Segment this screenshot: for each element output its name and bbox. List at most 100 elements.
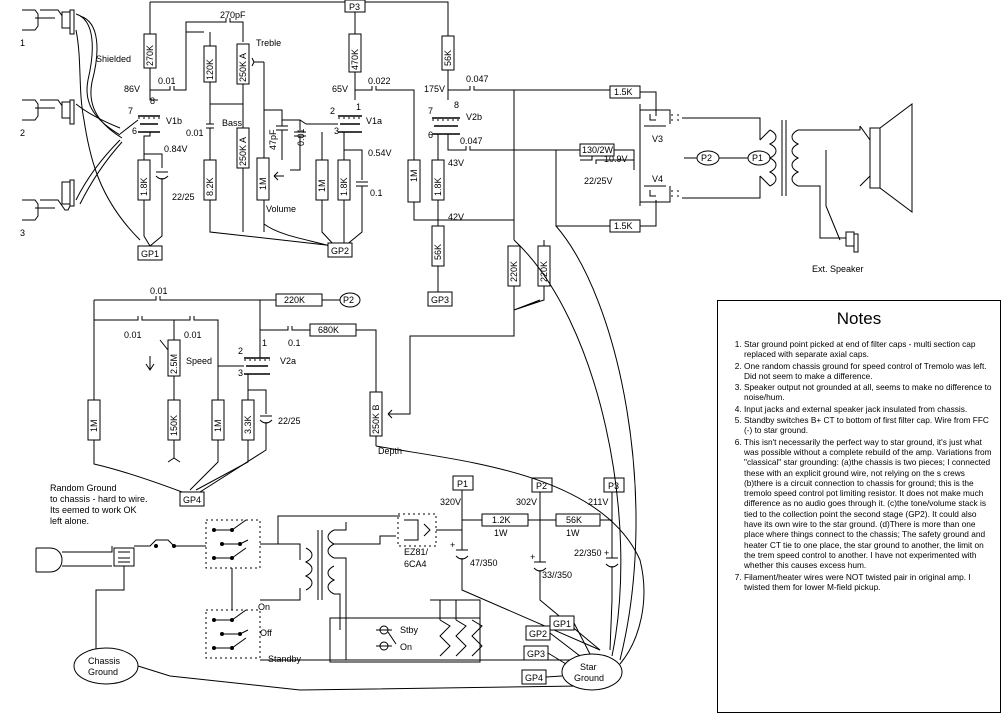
power-switch-box [205,519,261,569]
v320-label: 320V [440,497,461,507]
resistor-1-2k-1w [481,513,529,527]
v2b-label: V2b [466,112,482,122]
star-ground-oval [561,653,623,691]
v054-label: 0.54V [368,148,392,158]
random-ground-line2: to chassis - hard to wire. [50,494,148,504]
chassis-ground-oval [73,647,139,685]
shielded-label: Shielded [96,54,131,64]
pin-1a: 1 [356,102,361,112]
r18k-v1a-label: 1.8K [339,177,349,196]
v302-label: 302V [516,497,537,507]
ext-speaker-jack [845,231,855,247]
gp3-star-label: GP3 [527,649,545,659]
gp1-label: GP1 [141,249,159,259]
p1-label: P1 [457,479,468,489]
v211-label: 211V [588,497,608,507]
c22-25-trem-label: 22/25 [278,416,301,426]
c22-350-label: 22/350 [574,548,602,558]
r18k-v2b-label: 1.8K [433,177,443,196]
pin-8a: 8 [150,96,155,106]
r130-label: 130/2W [582,145,614,155]
pin-7b: 7 [428,106,433,116]
heater-block [329,617,481,663]
b-plus-rail: P3 [149,0,449,40]
r18k-v1b-label: 1.8K [139,177,149,196]
p1-out-label: P1 [752,153,763,163]
notes-title: Notes [836,309,882,328]
c33-350-label: 33//350 [542,570,572,580]
pin-6a: 6 [132,126,137,136]
p2-marker-trem [339,292,361,308]
r1m-v1a-label: 1M [317,179,327,192]
random-ground-line3: Its eemed to work OK [50,505,137,515]
plus-2: + [530,552,535,562]
jack-3-label: 3 [20,228,25,238]
c47pf-label: 47pF [268,129,278,150]
pin-2c: 2 [238,346,243,356]
plus-3: + [604,548,609,558]
speed-label: Speed [186,356,212,366]
p3-label: P3 [608,481,619,491]
c22-25-v1b-label: 22/25 [172,192,195,202]
p3-top-label: P3 [349,2,360,12]
v86-label: 86V [124,84,140,94]
on-label: On [258,602,270,612]
standby-label: Standby [268,654,302,664]
volume-label: Volume [266,204,296,214]
r12k-label: 1.2K [492,515,511,525]
pin-3a: 3 [334,126,339,136]
pin-6b: 6 [428,130,433,140]
c001-vol-label: 0.01 [296,128,306,146]
fuse [113,547,135,567]
c0047a-label: 0.047 [466,74,489,84]
note-item: This isn't necessarily the perfect way t… [744,437,992,571]
stby-label: Stby [400,625,419,635]
v2b-stage: 56K 175V 0.047 7 8 6 V2b 0.047 43V 1M 1.… [407,35,610,392]
random-ground-line4: left alone. [50,516,89,526]
pin-3c: 3 [238,368,243,378]
r250ka-treble-label: 250K A [238,53,248,82]
chassis-ground-line2: Ground [88,667,118,677]
v1a-stage: 470K 65V 0.022 1 2 3 V1a 0.54V 1M 1.8K 0… [299,33,415,258]
v084-label: 0.84V [164,144,188,154]
p2-trem-label: P2 [343,295,354,305]
r1m-t1-label: 1M [89,419,99,432]
r1m-vol-label: 1M [258,177,268,190]
notes-panel: Notes Star ground point picked at end of… [717,300,1001,713]
r1m-t2-label: 1M [213,419,223,432]
jack-1-label: 1 [20,38,25,48]
p2-out-label: P2 [701,153,712,163]
p2-label: P2 [536,481,547,491]
v109-label: 10.9V [604,154,628,164]
c01-trem-label: 0.1 [288,338,301,348]
pin-2a: 2 [330,106,335,116]
input-jacks: 1 2 3 Shielded [20,9,141,241]
c001-bass-label: 0.01 [186,128,204,138]
gp2-label: GP2 [331,246,349,256]
v1b-label: V1b [166,116,182,126]
p3-marker-top [344,0,366,13]
note-item: Star ground point picked at end of filte… [744,339,992,360]
speaker-magnet [869,127,881,189]
note-item: Speaker output not grounded at all, seem… [744,382,992,403]
note-item: Standby switches B+ CT to bottom of firs… [744,415,992,436]
c0022-label: 0.022 [368,76,391,86]
gp3-box [427,291,453,307]
c270pf-label: 270pF [220,10,246,20]
chassis-ground-line1: Chassis [88,656,121,666]
r56k-ps-label: 56K [566,515,582,525]
r82k-label: 8.2K [205,177,215,196]
p3-box [603,477,625,493]
r15k-b-label: 1.5K [614,221,633,231]
power-supply: On Off Standby EZ81/ 6CA4 P1 320V 1.2K 1… [35,225,645,691]
speaker-cone [879,103,913,213]
v42-label: 42V [448,212,464,222]
pin-8b: 8 [454,100,459,110]
c001-in-label: 0.01 [158,76,176,86]
c001-trem-a-label: 0.01 [124,330,142,340]
r25m-label: 2.5M [169,354,179,374]
notes-list: Star ground point picked at end of filte… [726,339,992,592]
p1-box [452,475,474,491]
r250ka-bass-label: 250K A [238,137,248,166]
